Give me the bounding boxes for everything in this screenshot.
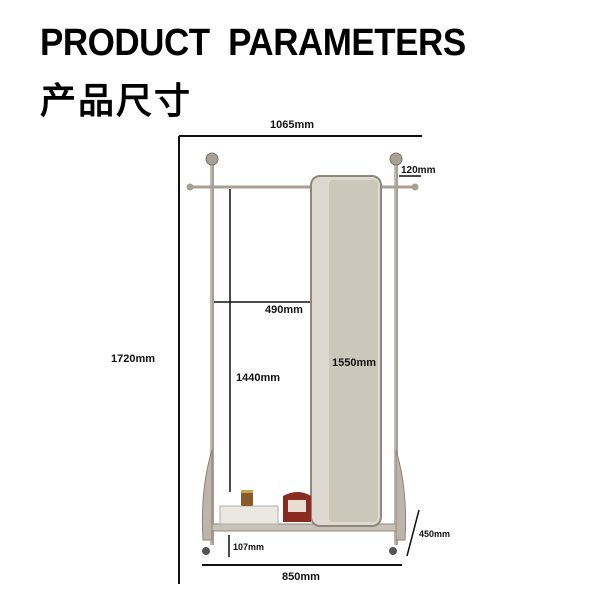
dim-depth: 450mm xyxy=(419,529,451,539)
page-title-cn: 产品尺寸 xyxy=(40,81,193,122)
dim-inner-width: 490mm xyxy=(265,304,303,316)
dim-overall-height: 1720mm xyxy=(111,353,156,365)
shelf-decor xyxy=(219,490,311,525)
dim-shelf-clearance: 107mm xyxy=(233,542,265,552)
dim-base-width: 850mm xyxy=(282,571,320,583)
page-title-en: PRODUCT PARAMETERS xyxy=(40,22,466,64)
dim-overall-width: 1065mm xyxy=(270,119,315,131)
dim-hook-length: 120mm xyxy=(401,165,436,176)
dim-hanging-height: 1440mm xyxy=(236,372,281,384)
dim-mirror-height: 1550mm xyxy=(332,357,377,369)
dimension-lines xyxy=(178,135,422,584)
floor-mirror xyxy=(310,175,382,527)
